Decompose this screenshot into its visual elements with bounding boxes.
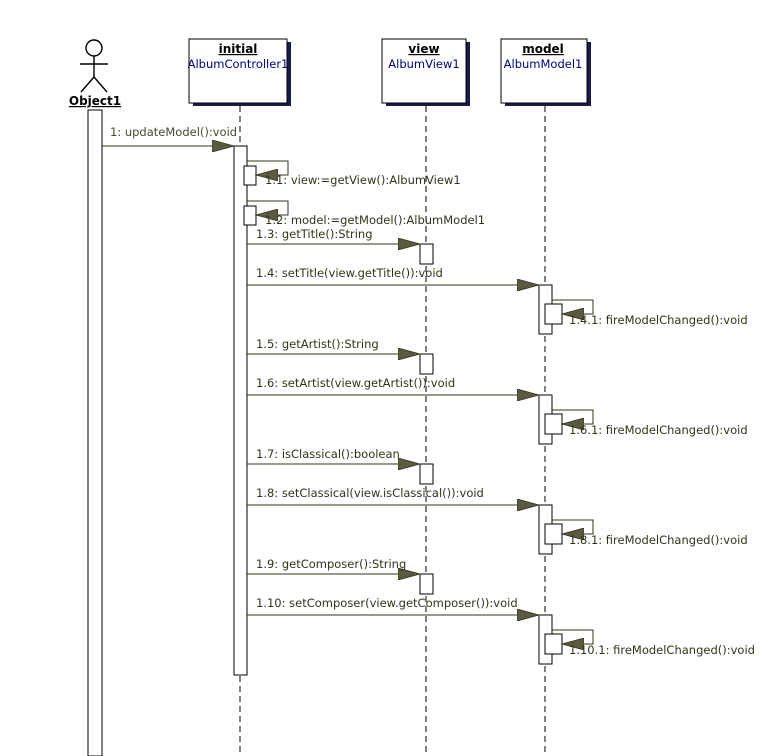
lifeline-name: initial (219, 42, 258, 56)
message-1-6-1-label[interactable]: 1.6.1: fireModelChanged():void (569, 423, 748, 437)
activation-bars (233, 145, 563, 676)
lifeline-name: model (522, 42, 564, 56)
stick-figure-icon (80, 39, 108, 93)
message-labels: 1: updateModel():void 1.1: view:=getView… (110, 125, 755, 657)
message-1-8-label[interactable]: 1.8: setClassical(view.isClassical()):vo… (256, 486, 484, 500)
message-1-4-1-label[interactable]: 1.4.1: fireModelChanged():void (569, 313, 748, 327)
lifeline-class: AlbumModel1 (504, 57, 583, 71)
lifeline-name: view (408, 42, 439, 56)
message-1-8-1-arrow (552, 519, 594, 534)
message-1-2-arrow (247, 200, 289, 215)
activation-self-1-6-1 (544, 413, 563, 435)
activation-self-1-8-1 (544, 523, 563, 545)
message-1-label[interactable]: 1: updateModel():void (110, 125, 237, 139)
message-1-2-label[interactable]: 1.2: model:=getModel():AlbumModel1 (265, 213, 485, 227)
message-1-3-label[interactable]: 1.3: getTitle():String (256, 227, 373, 241)
message-1-4-label[interactable]: 1.4: setTitle(view.getTitle()):void (256, 266, 443, 280)
message-1-5-label[interactable]: 1.5: getArtist():String (256, 337, 379, 351)
activation-self-1-1 (243, 165, 257, 186)
message-1-10-1-arrow (552, 629, 594, 644)
message-1-1-arrow (247, 160, 289, 175)
actor-object1[interactable]: Object1 (69, 39, 121, 108)
message-1-7-label[interactable]: 1.7: isClassical():boolean (256, 447, 400, 461)
lifeline-class: AlbumView1 (388, 57, 459, 71)
activation-self-1-4-1 (544, 303, 563, 325)
activation-view-1-7 (419, 463, 434, 485)
message-arrows (102, 146, 594, 644)
activation-view-1-5 (419, 353, 434, 375)
message-1-1-label[interactable]: 1.1: view:=getView():AlbumView1 (265, 173, 461, 187)
activation-self-1-10-1 (544, 633, 563, 655)
message-1-9-label[interactable]: 1.9: getComposer():String (256, 557, 406, 571)
lifeline-initial[interactable]: initial AlbumController1 (188, 38, 291, 106)
message-1-4-1-arrow (552, 299, 594, 314)
message-1-8-1-label[interactable]: 1.8.1: fireModelChanged():void (569, 533, 748, 547)
activation-initial (233, 145, 248, 676)
actor-activation-bar (87, 109, 103, 756)
actor-name: Object1 (69, 94, 121, 108)
lifeline-dashes (239, 106, 546, 756)
message-1-10-1-label[interactable]: 1.10.1: fireModelChanged():void (569, 643, 755, 657)
lifeline-view[interactable]: view AlbumView1 (381, 38, 470, 106)
activation-view-1-3 (419, 243, 434, 265)
activation-self-1-2 (243, 205, 257, 226)
lifeline-model[interactable]: model AlbumModel1 (500, 38, 591, 106)
message-1-6-1-arrow (552, 409, 594, 424)
lifeline-class: AlbumController1 (188, 57, 289, 71)
message-1-6-label[interactable]: 1.6: setArtist(view.getArtist()):void (256, 376, 455, 390)
activation-view-1-9 (419, 573, 434, 595)
message-1-10-label[interactable]: 1.10: setComposer(view.getComposer()):vo… (256, 596, 518, 610)
